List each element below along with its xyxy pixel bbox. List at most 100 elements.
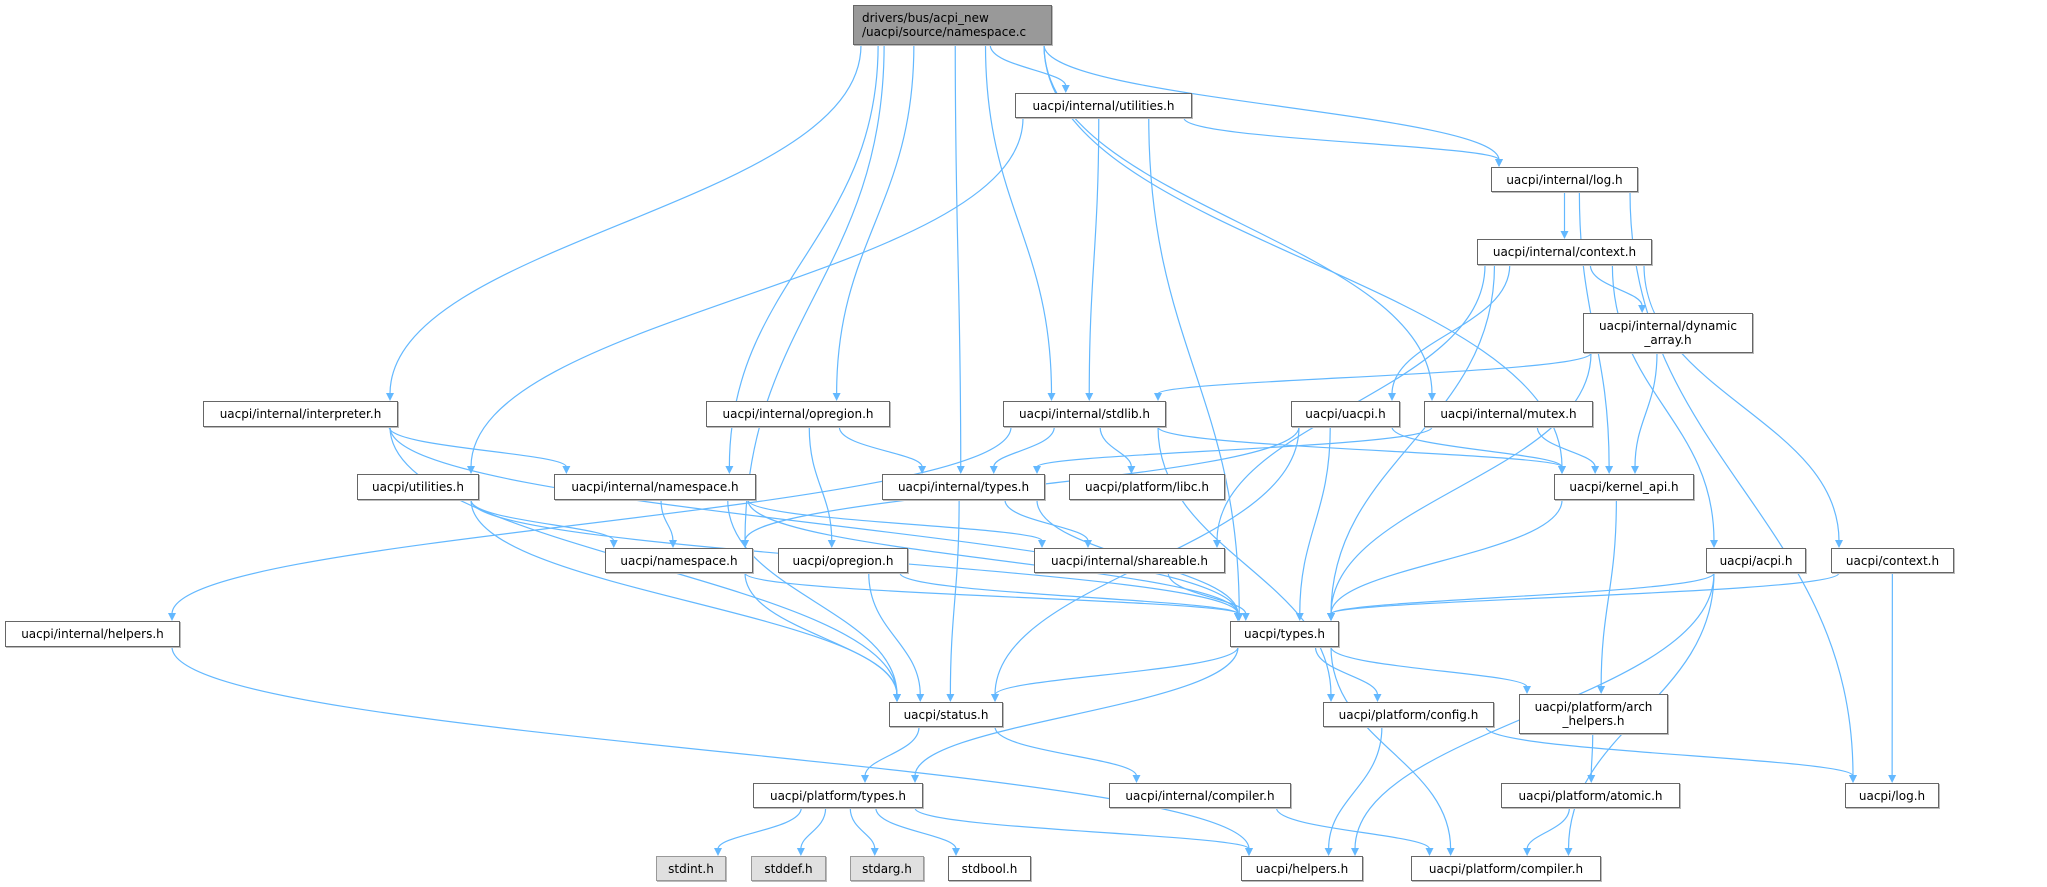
arrowhead-icon [1085, 393, 1094, 401]
edge-root-to-i_opregion [836, 44, 915, 395]
arrowhead-icon [1038, 540, 1046, 548]
arrowhead-icon [1132, 775, 1141, 783]
edge-i_helpers-to-helpers [171, 646, 1250, 850]
arrowhead-icon [796, 848, 805, 856]
edge-i_utilities-to-utilities [470, 117, 1024, 468]
arrowhead-icon [1560, 231, 1569, 239]
edge-i_utilities-to-i_stdlib [1088, 117, 1100, 395]
node-i-mutex[interactable]: uacpi/internal/mutex.h [1424, 401, 1593, 427]
edge-i_mutex-to-kernel_api [1536, 426, 1596, 468]
edge-p_types-to-stddef [800, 807, 827, 850]
node-libc[interactable]: uacpi/platform/libc.h [1069, 474, 1225, 500]
edge-config-to-helpers [1328, 726, 1383, 850]
arrowhead-icon [1495, 159, 1503, 167]
edge-i_namespace-to-types [747, 499, 1239, 615]
arrowhead-icon [1558, 466, 1566, 474]
edge-root-to-i_utilities [989, 44, 1067, 87]
edge-opregion-to-types [899, 572, 1239, 615]
node-p-compiler[interactable]: uacpi/platform/compiler.h [1411, 856, 1601, 881]
node-log[interactable]: uacpi/log.h [1845, 783, 1939, 808]
edge-i_opregion-to-i_types [838, 426, 923, 468]
node-kernel-api[interactable]: uacpi/kernel_api.h [1554, 474, 1694, 500]
edge-atomic-to-p_compiler [1526, 807, 1570, 850]
node-opregion[interactable]: uacpi/opregion.h [778, 548, 908, 573]
edge-i_opregion-to-opregion [808, 426, 833, 542]
arrowhead-icon [1638, 305, 1647, 313]
edge-i_stdlib-to-libc [1099, 426, 1132, 468]
arrowhead-icon [946, 694, 955, 702]
node-i-dynarray[interactable]: uacpi/internal/dynamic _array.h [1583, 313, 1753, 353]
node-i-opregion[interactable]: uacpi/internal/opregion.h [706, 401, 890, 427]
node-stddef[interactable]: stddef.h [751, 856, 826, 881]
arrowhead-icon [1373, 694, 1382, 702]
edge-i_context-to-context [1643, 264, 1840, 542]
edge-uacpi-to-types [1299, 426, 1331, 615]
node-stdarg[interactable]: stdarg.h [850, 856, 924, 881]
edge-i_utilities-to-types [1148, 117, 1240, 615]
edge-i_utilities-to-i_log [1183, 117, 1500, 161]
arrowhead-icon [911, 775, 919, 783]
edge-i_interpreter-to-i_namespace [388, 426, 567, 468]
node-context[interactable]: uacpi/context.h [1831, 548, 1954, 573]
arrowhead-icon [741, 540, 749, 548]
arrowhead-icon [1295, 613, 1304, 621]
arrowhead-icon [952, 848, 960, 856]
edge-i_log-to-log [1629, 191, 1854, 777]
node-i-compiler[interactable]: uacpi/internal/compiler.h [1109, 783, 1291, 808]
node-i-log[interactable]: uacpi/internal/log.h [1491, 167, 1638, 192]
edge-p_types-to-stdint [717, 807, 802, 850]
node-helpers[interactable]: uacpi/helpers.h [1241, 856, 1363, 881]
arrowhead-icon [714, 848, 722, 856]
arrowhead-icon [827, 540, 836, 548]
arrowhead-icon [1351, 848, 1359, 856]
node-i-stdlib[interactable]: uacpi/internal/stdlib.h [1003, 401, 1166, 427]
edge-i_context-to-i_dynarray [1589, 264, 1643, 307]
edge-i_stdlib-to-i_types [993, 426, 1055, 468]
node-status[interactable]: uacpi/status.h [889, 702, 1003, 727]
node-uacpi[interactable]: uacpi/uacpi.h [1291, 401, 1400, 427]
edge-i_stdlib-to-kernel_api [1157, 426, 1563, 468]
arrowhead-icon [1523, 686, 1531, 694]
node-atomic[interactable]: uacpi/platform/atomic.h [1501, 783, 1680, 808]
edge-i_context-to-acpi [1611, 264, 1715, 542]
node-config[interactable]: uacpi/platform/config.h [1323, 702, 1494, 727]
arrowhead-icon [989, 466, 998, 474]
node-namespace[interactable]: uacpi/namespace.h [605, 548, 753, 573]
edge-arch_helpers-to-atomic [1590, 733, 1594, 777]
arrowhead-icon [1327, 613, 1335, 621]
node-i-utilities[interactable]: uacpi/internal/utilities.h [1015, 93, 1192, 118]
edge-p_types-to-helpers [914, 807, 1250, 850]
arrowhead-icon [1888, 775, 1897, 783]
edge-i_stdlib-to-config [1157, 426, 1332, 696]
arrowhead-icon [1425, 848, 1434, 856]
arrowhead-icon [1245, 848, 1253, 856]
edge-i_types-to-shareable [1004, 499, 1089, 542]
node-acpi[interactable]: uacpi/acpi.h [1706, 548, 1806, 573]
node-root[interactable]: drivers/bus/acpi_new /uacpi/source/names… [853, 5, 1052, 45]
arrowhead-icon [1597, 686, 1606, 694]
edge-acpi-to-types [1330, 572, 1715, 615]
arrowhead-icon [725, 466, 734, 474]
edge-i_namespace-to-shareable [747, 499, 1043, 542]
node-shareable[interactable]: uacpi/internal/shareable.h [1034, 548, 1225, 573]
arrowhead-icon [669, 540, 677, 548]
node-i-namespace[interactable]: uacpi/internal/namespace.h [554, 474, 756, 500]
node-i-interpreter[interactable]: uacpi/internal/interpreter.h [203, 401, 398, 427]
node-stdint[interactable]: stdint.h [656, 856, 726, 881]
node-p-types[interactable]: uacpi/platform/types.h [753, 783, 923, 808]
node-types[interactable]: uacpi/types.h [1230, 621, 1339, 647]
node-i-context[interactable]: uacpi/internal/context.h [1477, 239, 1652, 265]
node-i-types[interactable]: uacpi/internal/types.h [882, 474, 1045, 500]
node-arch-helpers[interactable]: uacpi/platform/arch _helpers.h [1519, 694, 1668, 734]
arrowhead-icon [1605, 466, 1614, 474]
arrowhead-icon [1446, 848, 1455, 856]
arrowhead-icon [1033, 466, 1041, 474]
edge-root-to-i_interpreter [389, 44, 862, 395]
edge-i_namespace-to-namespace [660, 499, 674, 542]
node-stdbool[interactable]: stdbool.h [948, 856, 1031, 881]
node-i-helpers[interactable]: uacpi/internal/helpers.h [5, 621, 180, 647]
arrowhead-icon [1849, 775, 1857, 783]
node-utilities[interactable]: uacpi/utilities.h [357, 474, 479, 500]
arrowhead-icon [1047, 393, 1056, 401]
